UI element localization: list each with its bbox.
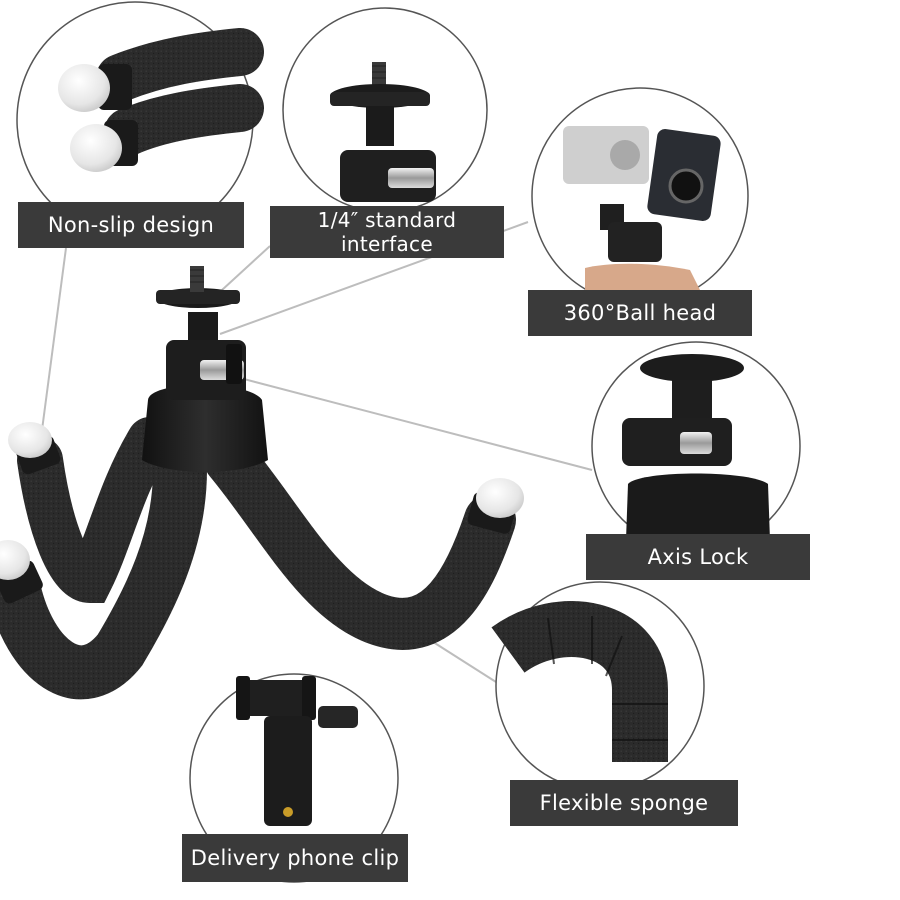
leader-line-interface [221,245,271,291]
non-slip-detail [58,28,264,172]
phone-clip-detail [236,676,358,826]
ball-head-detail [563,126,721,292]
label-axis-lock: Axis Lock [586,534,810,580]
label-phone-clip: Delivery phone clip [182,834,408,882]
sponge-detail [491,601,668,762]
interface-detail [330,62,436,202]
label-flexible-sponge: Flexible sponge [510,780,738,826]
axis-lock-detail [622,354,770,540]
leader-line-sponge [429,639,497,683]
tripod-main [0,266,524,700]
label-standard-interface: 1/4″ standard interface [270,206,504,258]
leader-line-axis-lock [239,377,593,471]
leader-line-non-slip [41,247,67,431]
label-non-slip-design: Non-slip design [18,202,244,248]
label-ball-head: 360°Ball head [528,290,752,336]
